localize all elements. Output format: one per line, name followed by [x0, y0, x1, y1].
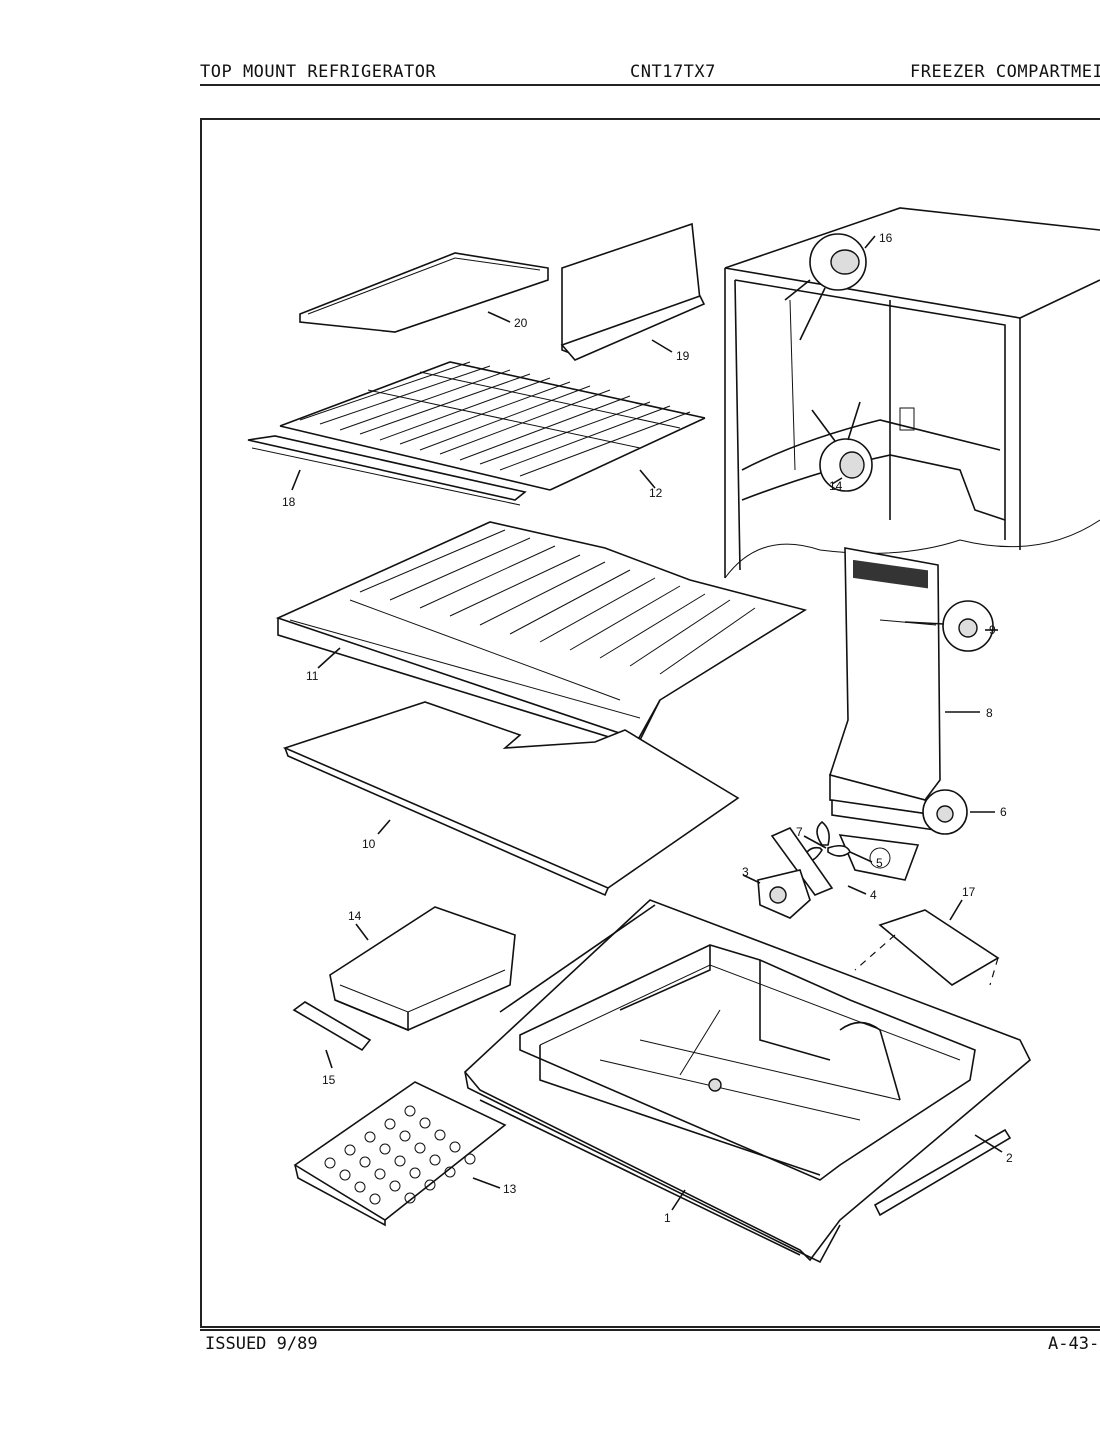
- part-1-freezer-liner: [463, 899, 1031, 1264]
- callout-14-bin: 14: [348, 909, 362, 923]
- callout-2: 2: [1006, 1151, 1013, 1165]
- callout-11: 11: [306, 669, 319, 683]
- footer-rule: [200, 1329, 1100, 1331]
- part-6-grommet: [922, 789, 968, 835]
- callout-20: 20: [514, 316, 528, 330]
- part-14-ice-bin: [329, 906, 516, 1032]
- callout-7: 7: [796, 825, 803, 839]
- part-11-freezer-shelf: [275, 521, 808, 746]
- callout-4: 4: [870, 888, 877, 902]
- part-20-shelf-tray: [299, 252, 549, 333]
- part-8-air-duct: [828, 547, 994, 831]
- callout-6: 6: [1000, 805, 1007, 819]
- callout-5: 5: [876, 856, 883, 870]
- callout-1: 1: [664, 1211, 671, 1225]
- part-2-trim-rail: [873, 1128, 1012, 1217]
- freezer-cabinet: [724, 207, 1100, 579]
- callout-19: 19: [676, 349, 690, 363]
- callout-9: 9: [989, 623, 996, 637]
- leader-lines: [291, 235, 1003, 1211]
- callout-14-cabinet: 14: [829, 479, 843, 493]
- footer-page-number: A-43-: [1048, 1334, 1100, 1354]
- part-19-divider-panel: [560, 222, 706, 361]
- part-3-fan-motor: [757, 869, 811, 919]
- part-12-wire-shelf: [279, 361, 706, 491]
- callout-17: 17: [962, 885, 976, 899]
- callout-18: 18: [282, 495, 296, 509]
- callout-8: 8: [986, 706, 993, 720]
- callout-15: 15: [322, 1073, 336, 1087]
- footer-issued-date: ISSUED 9/89: [205, 1334, 318, 1354]
- part-10-glass-panel: [282, 701, 740, 897]
- callout-12: 12: [649, 486, 663, 500]
- diagram-frame: [200, 118, 1100, 1328]
- header-title-left: TOP MOUNT REFRIGERATOR: [200, 62, 437, 82]
- callout-3: 3: [742, 865, 749, 879]
- part-17-cover: [854, 909, 1000, 986]
- part-18-shelf-trim: [247, 435, 527, 506]
- part-7-fan-bracket: [838, 834, 920, 881]
- header-rule: [200, 84, 1100, 86]
- callout-16: 16: [879, 231, 893, 245]
- header-model-number: CNT17TX7: [630, 62, 716, 82]
- part-13-ice-cube-tray: [293, 1081, 507, 1227]
- part-5-fan-blade: [803, 820, 851, 862]
- header-section-title: FREEZER COMPARTMEI: [910, 62, 1100, 82]
- callout-10: 10: [362, 837, 376, 851]
- callout-13: 13: [503, 1182, 517, 1196]
- part-15-trim-strip: [292, 1001, 372, 1052]
